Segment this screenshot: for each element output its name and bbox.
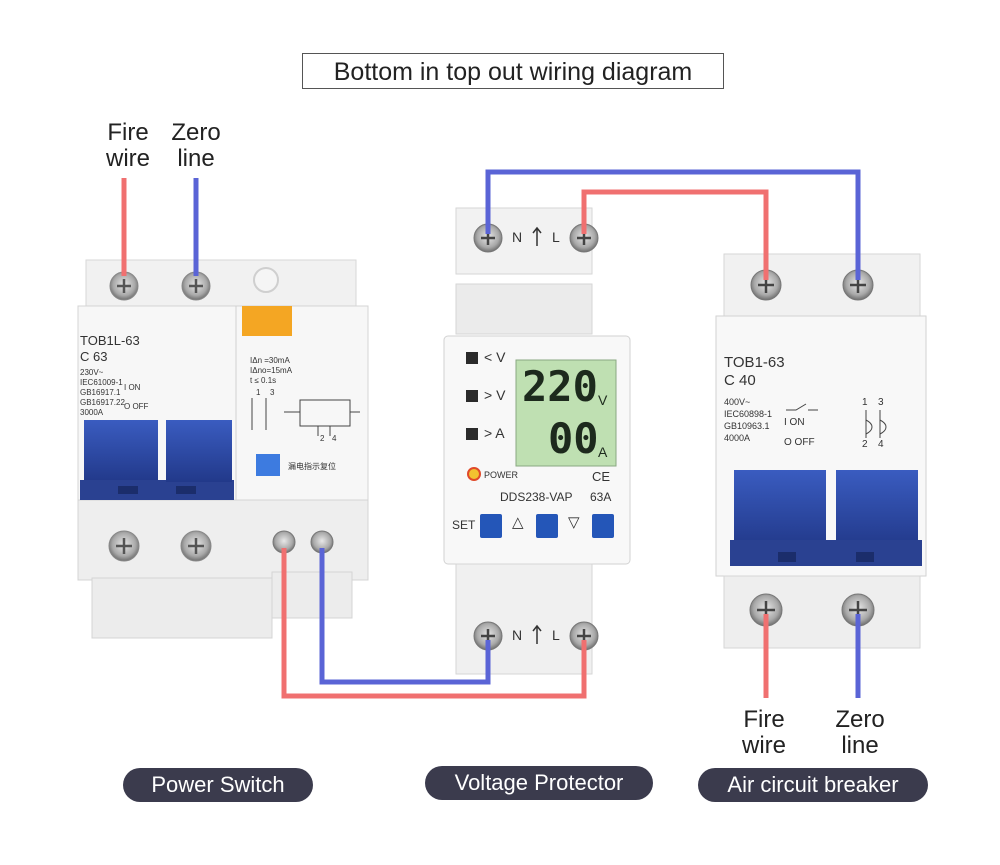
rcd-toggle-left — [84, 420, 158, 482]
mcb-terminal-1: 1 — [862, 397, 868, 408]
rcd-model: TOB1L-63 — [80, 333, 140, 348]
diagram-title: Bottom in top out wiring diagram — [302, 53, 724, 89]
protector-rating: 63A — [590, 490, 612, 504]
spec-line: 230V~ — [80, 368, 104, 377]
rcd-terminal-4: 4 — [332, 434, 337, 443]
caption-air-circuit-breaker: Air circuit breaker — [698, 768, 928, 802]
left-fire-wire-label: Fire wire — [98, 120, 158, 172]
test-button-icon — [253, 267, 279, 293]
left-zero-line-label: Zero line — [164, 120, 228, 172]
mcb-toggle-right — [836, 470, 918, 548]
mcb-toggle-left — [734, 470, 826, 548]
rcd-terminal-2: 2 — [320, 434, 325, 443]
rcd-terminal-3: 3 — [270, 388, 275, 397]
set-button-label: SET — [452, 518, 476, 532]
indicator-over-current: > A — [484, 425, 505, 441]
rcd-on-label: I ON — [124, 383, 141, 392]
voltage-protector-device — [443, 207, 631, 675]
mcb-specs: 400V~ IEC60898-1 GB10963.1 4000A — [724, 396, 772, 444]
power-switch-device — [77, 259, 369, 639]
up-button[interactable] — [536, 514, 558, 538]
protector-bottom-n: N — [512, 627, 523, 643]
down-button-label: ▽ — [568, 514, 580, 531]
trip-indicator — [242, 306, 292, 336]
protector-bottom-l: L — [552, 627, 560, 643]
mcb-model: TOB1-63 — [724, 354, 785, 371]
rcd-to-protector-zero — [319, 548, 491, 685]
mcb-on-label: I ON — [784, 417, 805, 428]
led-over-current — [466, 428, 478, 440]
rcd-specs: 230V~ IEC61009-1 GB16917.1 GB16917.22 30… — [80, 368, 125, 418]
rcd-off-label: O OFF — [124, 402, 149, 411]
spec-line: GB10963.1 — [724, 421, 770, 431]
mcb-terminal-3: 3 — [878, 397, 884, 408]
caption-power-switch: Power Switch — [123, 768, 313, 802]
label-line: Fire — [107, 119, 149, 146]
spec-line: IEC61009-1 — [80, 378, 123, 387]
rcd-terminal-1: 1 — [256, 388, 261, 397]
lcd-display — [515, 359, 617, 467]
indicator-under-voltage: < V — [484, 349, 506, 365]
spec-line: IEC60898-1 — [724, 409, 773, 419]
power-led — [467, 467, 481, 481]
caption-voltage-protector: Voltage Protector — [425, 766, 653, 800]
down-button[interactable] — [592, 514, 614, 538]
indicator-over-voltage: > V — [484, 387, 506, 403]
rcd-residual-specs: IΔn =30mA IΔno=15mA t ≤ 0.1s — [250, 356, 292, 386]
arrow-up-icon — [532, 624, 542, 644]
spec-line: 4000A — [724, 433, 751, 443]
arrow-up-icon — [532, 226, 542, 246]
reset-button — [256, 454, 280, 476]
residual-line: IΔno=15mA — [250, 366, 293, 375]
rcd-to-protector-fire — [281, 548, 587, 699]
wires — [121, 169, 861, 699]
spec-line: 3000A — [80, 408, 104, 417]
label-line: Zero — [171, 119, 221, 146]
lcd-voltage-unit: V — [598, 392, 608, 408]
led-over-voltage — [466, 390, 478, 402]
label-line: wire — [741, 732, 786, 759]
rcd-reset-text: 漏电指示复位 — [288, 462, 336, 471]
spec-line: GB16917.1 — [80, 388, 121, 397]
right-fire-wire-label: Fire wire — [734, 707, 794, 759]
power-label: POWER — [484, 470, 519, 480]
protector-model: DDS238-VAP — [500, 490, 573, 504]
up-button-label: △ — [512, 514, 524, 531]
protector-to-mcb-fire — [581, 189, 769, 280]
right-zero-line-label: Zero line — [828, 707, 892, 759]
air-circuit-breaker-device — [715, 253, 927, 649]
label-line: line — [841, 732, 879, 759]
mcb-rating: C 40 — [724, 372, 756, 389]
spec-line: 400V~ — [724, 397, 751, 407]
mcb-terminal-2: 2 — [862, 439, 868, 450]
lcd-current-value: 00 — [548, 414, 599, 463]
residual-line: IΔn =30mA — [250, 356, 290, 365]
mcb-terminal-4: 4 — [878, 439, 884, 450]
label-line: Fire — [743, 706, 785, 733]
lcd-current-unit: A — [598, 444, 608, 460]
label-line: line — [177, 145, 215, 172]
protector-top-n: N — [512, 229, 523, 245]
label-line: wire — [105, 145, 150, 172]
mcb-off-label: O OFF — [784, 437, 815, 448]
ce-mark: CE — [592, 469, 611, 484]
lcd-voltage-value: 220 — [522, 362, 598, 411]
spec-line: GB16917.22 — [80, 398, 125, 407]
rcd-toggle-right — [166, 420, 232, 482]
led-under-voltage — [466, 352, 478, 364]
protector-to-mcb-zero — [485, 169, 861, 280]
protector-top-l: L — [552, 229, 560, 245]
rcd-rating: C 63 — [80, 349, 108, 364]
set-button[interactable] — [480, 514, 502, 538]
label-line: Zero — [835, 706, 885, 733]
residual-line: t ≤ 0.1s — [250, 376, 277, 385]
